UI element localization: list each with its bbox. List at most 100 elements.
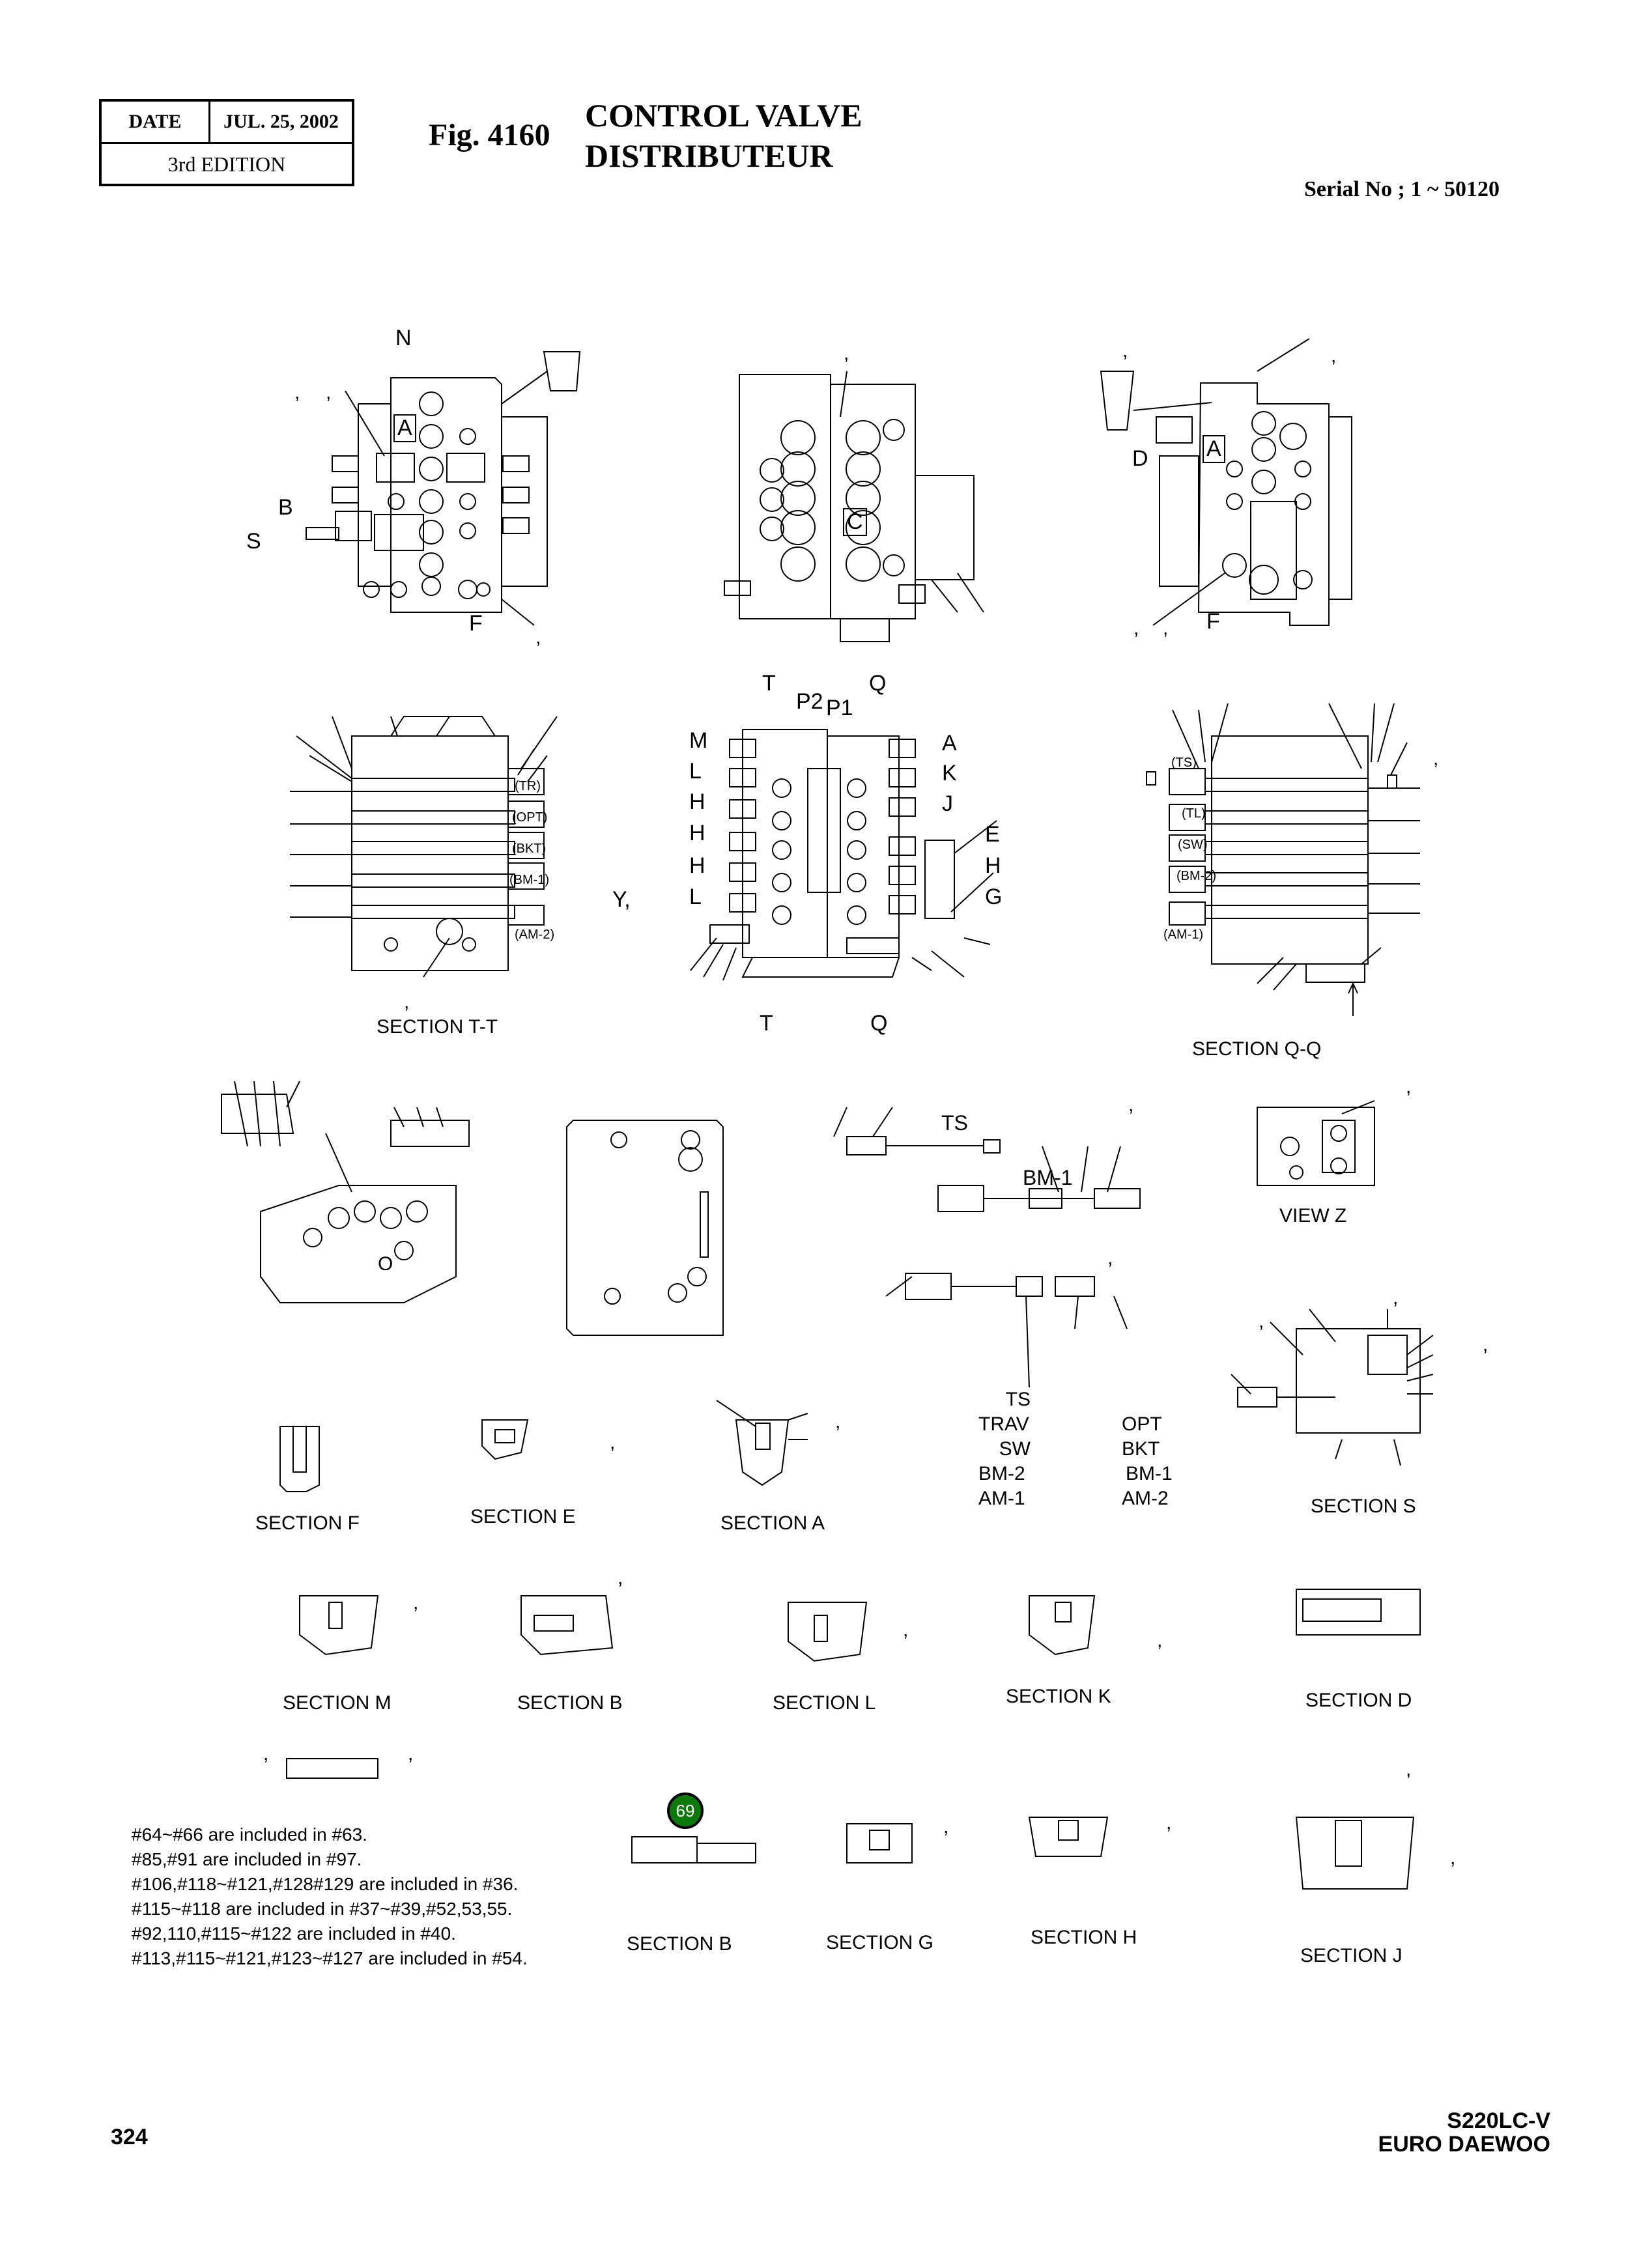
title-english: CONTROL VALVE: [585, 97, 862, 134]
marker-l-2: L: [689, 885, 702, 909]
marker-y: Y,: [612, 887, 631, 912]
marker-n: N: [395, 326, 412, 350]
spool-details-drawing: [833, 1107, 1141, 1388]
separator-comma: ,: [835, 1411, 841, 1432]
section-tt-drawing: [290, 716, 558, 978]
separator-comma: ,: [943, 1816, 949, 1837]
section-a-title: SECTION A: [720, 1512, 825, 1534]
brand-name: EURO DAEWOO: [1378, 2132, 1550, 2157]
marker-e: E: [985, 822, 1000, 847]
spool-label-bm1: (BM-1): [509, 873, 550, 887]
separator-comma: ,: [413, 1592, 419, 1613]
marker-j: J: [942, 791, 953, 816]
view-z-drawing: [1257, 1100, 1375, 1186]
separator-comma: ,: [535, 627, 541, 648]
section-m-title: SECTION M: [283, 1692, 392, 1714]
separator-comma: ,: [1406, 1076, 1412, 1098]
marker-g: G: [985, 885, 1003, 909]
spool-ts-label: TS: [941, 1111, 968, 1135]
marker-k: K: [942, 761, 957, 786]
spool-label-tr: (TR): [515, 779, 541, 793]
title-french: DISTRIBUTEUR: [585, 137, 833, 174]
spool-label-opt: (OPT): [512, 810, 548, 825]
marker-d: D: [1132, 446, 1148, 471]
separator-comma: ,: [1450, 1847, 1456, 1869]
separator-comma: ,: [1107, 1247, 1113, 1269]
separator-comma: ,: [1483, 1334, 1488, 1355]
spool-label-bkt: (BKT): [512, 842, 547, 856]
note-line: #64~#66 are included in #63.: [132, 1824, 367, 1845]
separator-comma: ,: [903, 1619, 909, 1641]
separator-comma: ,: [610, 1432, 616, 1453]
note-line: #115~#118 are included in #37~#39,#52,53…: [132, 1899, 513, 1919]
separator-comma: ,: [1406, 1759, 1412, 1780]
marker-t-top: T: [762, 671, 776, 696]
note-line: #106,#118~#121,#128#129 are included in …: [132, 1874, 519, 1894]
spool-label-sw: (SW): [1178, 838, 1208, 852]
section-d-title: SECTION D: [1305, 1690, 1412, 1711]
section-f-title: SECTION F: [255, 1512, 360, 1534]
section-h-title: SECTION H: [1031, 1927, 1137, 1948]
separator-comma: ,: [1259, 1311, 1264, 1332]
spool-list-right: OPT BKT BM-1 AM-2: [1122, 1412, 1173, 1511]
edition-label: 3rd EDITION: [167, 152, 286, 176]
section-s-drawing: [1231, 1309, 1434, 1466]
revision-box: DATE JUL. 25, 2002 3rd EDITION: [99, 99, 354, 186]
separator-comma: ,: [1163, 617, 1169, 639]
page-number: 324: [111, 2125, 148, 2149]
spool-list-item: AM-1: [978, 1488, 1025, 1509]
spool-list-left: TS TRAV SW BM-2 AM-1: [978, 1387, 1031, 1511]
marker-a-rear: A: [1203, 435, 1225, 463]
spool-list-item: AM-2: [1122, 1488, 1169, 1509]
figure-number: Fig. 4160: [429, 118, 550, 152]
separator-comma: ,: [844, 343, 849, 364]
date-value: JUL. 25, 2002: [223, 111, 339, 132]
marker-s: S: [246, 529, 261, 554]
spool-label-am2: (AM-2): [515, 928, 555, 942]
marker-h-1: H: [689, 789, 705, 814]
view-z-title: VIEW Z: [1279, 1205, 1347, 1226]
separator-comma: ,: [404, 991, 410, 1013]
note-line: #113,#115~#121,#123~#127 are included in…: [132, 1948, 528, 1968]
section-e-title: SECTION E: [470, 1506, 576, 1527]
small-sections-row2: [299, 1589, 1421, 1662]
note-line: #85,#91 are included in #97.: [132, 1849, 362, 1869]
spool-list-item: BM-2: [978, 1463, 1025, 1484]
section-b2-title: SECTION B: [627, 1933, 732, 1955]
marker-p2: P2: [796, 689, 823, 714]
part-callout-69[interactable]: 69: [667, 1792, 704, 1829]
view-o-drawing: [221, 1081, 470, 1303]
center-section-drawing: [690, 729, 997, 981]
marker-t-bottom: T: [760, 1011, 773, 1036]
separator-comma: ,: [1433, 748, 1439, 769]
separator-comma: ,: [408, 1743, 414, 1764]
separator-comma: ,: [1128, 1094, 1134, 1116]
spool-list-item: BM-1: [1126, 1463, 1173, 1484]
date-row: DATE JUL. 25, 2002: [102, 102, 352, 144]
marker-c: C: [843, 508, 867, 536]
marker-m: M: [689, 728, 708, 753]
marker-h-3: H: [689, 853, 705, 878]
spool-list-item: TRAV: [978, 1413, 1029, 1435]
spool-label-tl: (TL): [1182, 806, 1206, 821]
rear-view-drawing: [1100, 338, 1352, 626]
date-label: DATE: [102, 102, 210, 142]
section-j-title: SECTION J: [1300, 1945, 1403, 1966]
separator-comma: ,: [294, 382, 300, 403]
spool-list-item: TS: [1005, 1389, 1031, 1410]
serial-number: Serial No ; 1 ~ 50120: [1304, 177, 1500, 201]
section-tt-title: SECTION T-T: [377, 1016, 498, 1038]
section-l-title: SECTION L: [773, 1692, 876, 1714]
separator-comma: ,: [1122, 340, 1128, 361]
marker-h-2: H: [689, 821, 705, 845]
marker-h-right: H: [985, 853, 1001, 878]
small-sections-row1: [279, 1400, 808, 1492]
marker-p1: P1: [826, 696, 853, 720]
model-block: S220LC-V EURO DAEWOO: [1378, 2109, 1550, 2156]
separator-comma: ,: [1166, 1812, 1172, 1834]
section-g-title: SECTION G: [826, 1932, 934, 1953]
separator-comma: ,: [326, 382, 332, 403]
section-b-title: SECTION B: [517, 1692, 623, 1714]
spool-list-item: OPT: [1122, 1413, 1162, 1435]
